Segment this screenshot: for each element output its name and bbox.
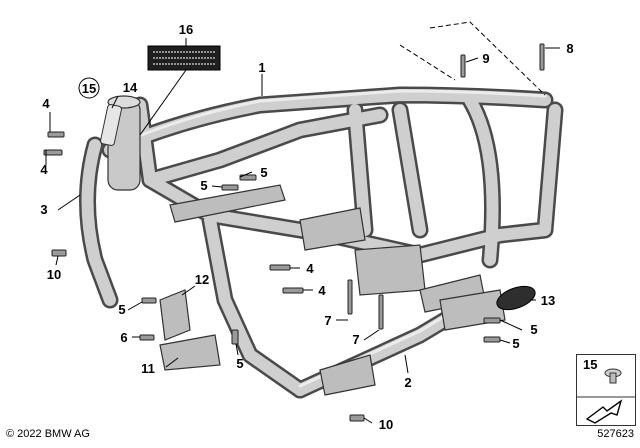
plate-14 [100,104,122,146]
callout-labels: 1 2 3 4 4 4 4 5 5 5 5 5 5 6 7 7 8 9 10 1… [40,22,573,432]
callout-4b: 4 [40,162,48,177]
callout-7a: 7 [324,313,331,328]
legend-box-label: 15 [583,357,598,372]
callout-6: 6 [120,330,127,345]
callout-5e: 5 [530,322,537,337]
callout-14: 14 [123,80,138,95]
callout-1: 1 [258,60,265,75]
callout-5c: 5 [118,302,125,317]
copyright: © 2022 BMW AG [6,428,90,440]
callout-4d: 4 [318,283,326,298]
callout-9: 9 [482,51,489,66]
callout-15-circle [78,77,100,99]
callout-16: 16 [179,22,193,37]
callout-2: 2 [404,375,411,390]
callout-15: 15 [82,81,96,96]
label-plate-16 [147,45,221,71]
legend-box: 15 [576,354,636,426]
callout-5d: 5 [236,356,243,371]
callout-7b: 7 [352,332,359,347]
brackets [159,184,506,396]
rivet-icon [577,368,635,424]
cover-13 [496,285,536,311]
leader-lines [45,21,560,424]
callout-8: 8 [566,41,573,56]
callout-11: 11 [141,361,155,376]
callout-10a: 10 [47,267,61,282]
callout-5a: 5 [260,165,267,180]
callout-3: 3 [40,202,47,217]
callout-4c: 4 [306,261,314,276]
bolts [43,43,545,422]
callout-4a: 4 [42,96,50,111]
callout-5b: 5 [200,178,207,193]
callout-13: 13 [541,293,555,308]
callout-12: 12 [195,272,209,287]
callout-10b: 10 [379,417,393,432]
figure-id: 527623 [597,428,634,440]
callout-5f: 5 [512,336,519,351]
